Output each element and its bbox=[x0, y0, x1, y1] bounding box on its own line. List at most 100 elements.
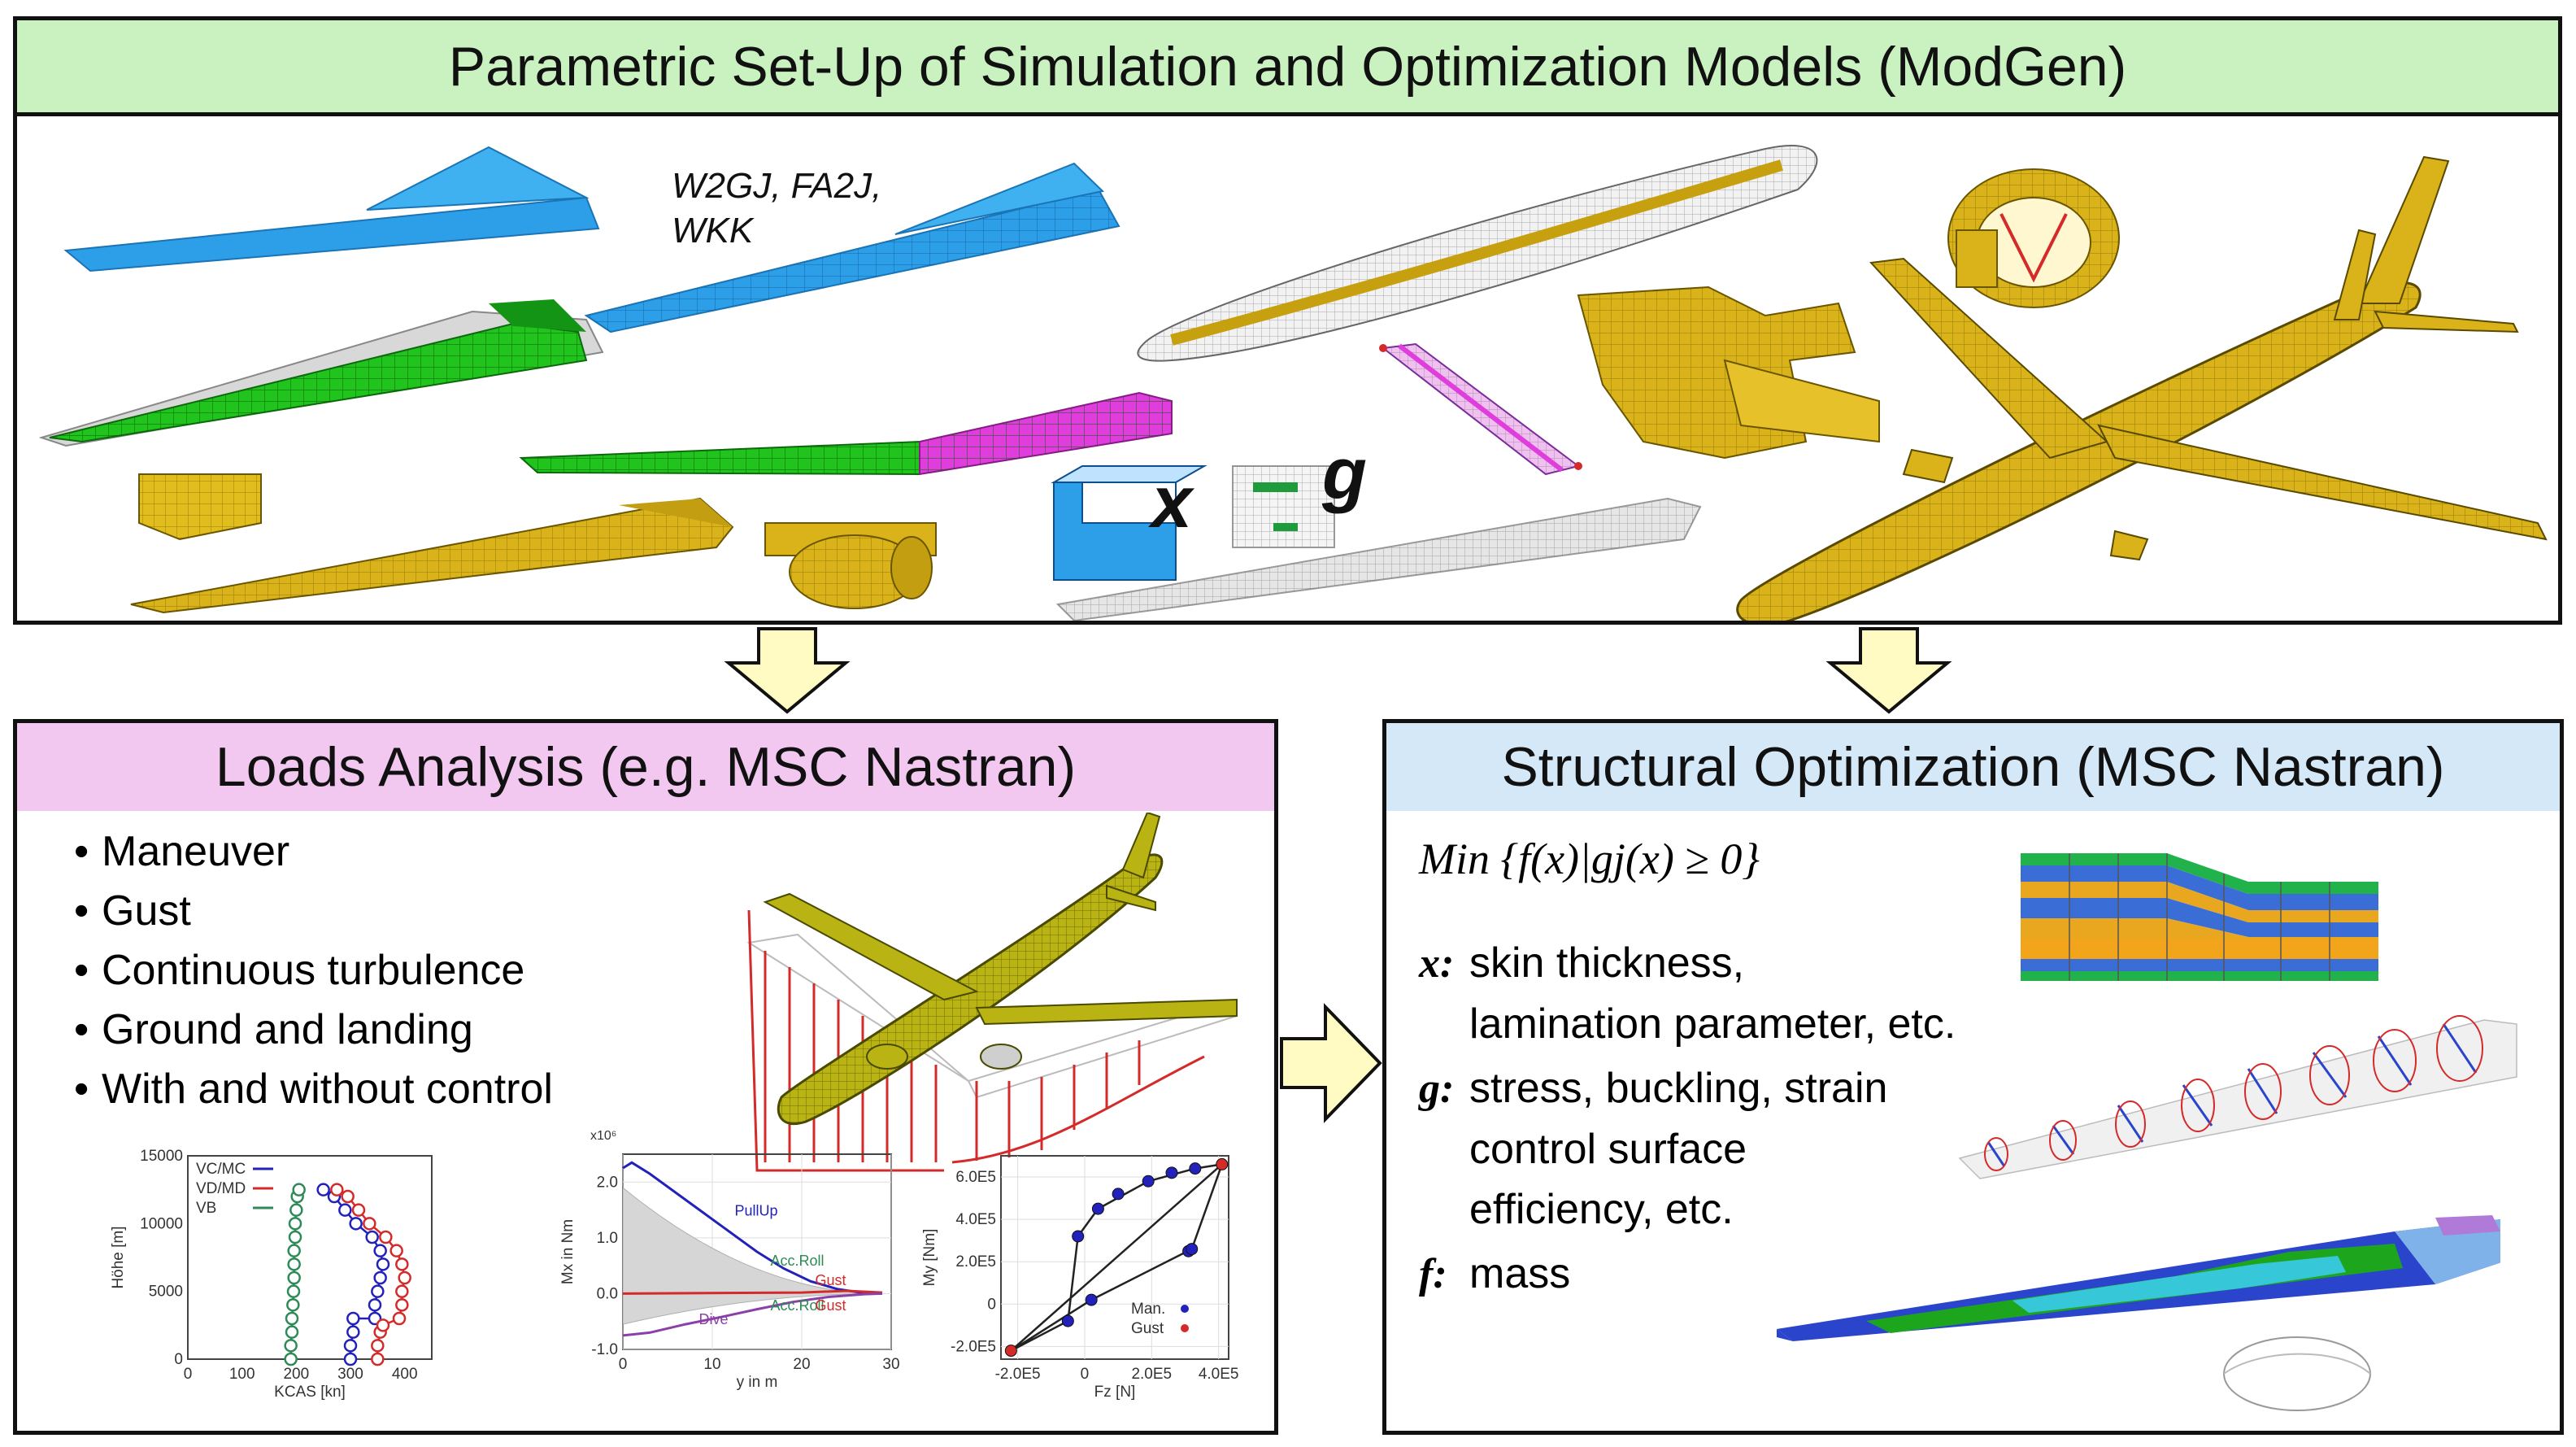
y-tick-label: 0.0 bbox=[597, 1285, 618, 1302]
x-tick-label: 0 bbox=[184, 1366, 193, 1383]
y-tick-label: 0 bbox=[174, 1351, 183, 1368]
fuselage-wireframe-model bbox=[1137, 145, 1818, 362]
load-case-item: Ground and landing bbox=[74, 1000, 553, 1060]
data-point bbox=[287, 1244, 301, 1257]
data-point bbox=[292, 1183, 306, 1196]
data-point bbox=[287, 1257, 301, 1271]
series-line-pullup bbox=[622, 1161, 883, 1295]
data-point bbox=[1112, 1188, 1125, 1201]
constraint-description: stress, buckling, strain bbox=[1469, 1065, 1888, 1112]
data-point bbox=[343, 1352, 358, 1366]
y-tick-label: 2.0 bbox=[597, 1174, 618, 1191]
y-tick-label: 0 bbox=[987, 1296, 996, 1313]
x-tick-label: -2.0E5 bbox=[995, 1366, 1041, 1383]
structural-optimization-panel: Structural Optimization (MSC Nastran) Mi… bbox=[1382, 719, 2564, 1435]
empennage-section-model bbox=[1577, 285, 1880, 460]
data-point bbox=[1165, 1166, 1178, 1179]
x-tick-label: 400 bbox=[392, 1366, 418, 1383]
constraint-label: g: bbox=[1419, 1066, 1455, 1112]
data-point bbox=[284, 1352, 298, 1366]
series-line-dive bbox=[622, 1292, 883, 1337]
design-case-annotation-line2: WKK bbox=[672, 211, 755, 251]
laminate-stack-illustration bbox=[2021, 853, 2378, 981]
x-tick-label: 30 bbox=[882, 1356, 899, 1373]
data-point bbox=[395, 1298, 409, 1312]
y-tick-label: 10000 bbox=[140, 1215, 183, 1232]
design-variable-label: x: bbox=[1419, 940, 1455, 987]
x-tick-label: 100 bbox=[229, 1366, 255, 1383]
y-tick-label: 6.0E5 bbox=[955, 1169, 996, 1186]
load-case-item: Gust bbox=[74, 882, 553, 941]
data-point bbox=[389, 1244, 403, 1257]
y-tick-label: -2.0E5 bbox=[951, 1338, 996, 1355]
design-variables-block: x: skin thickness, lamination parameter, … bbox=[1419, 933, 1956, 1054]
series-annotation: Gust bbox=[816, 1297, 846, 1314]
data-point bbox=[285, 1325, 299, 1339]
x-tick-label: 0 bbox=[1081, 1366, 1090, 1383]
legend-label: VD/MD bbox=[196, 1180, 246, 1197]
data-point bbox=[395, 1284, 409, 1298]
data-point bbox=[1072, 1230, 1085, 1243]
y-tick-label: 1.0 bbox=[597, 1230, 618, 1247]
objective-description: mass bbox=[1469, 1250, 1571, 1297]
wing-box-green-model bbox=[38, 299, 604, 447]
data-point bbox=[284, 1339, 298, 1353]
data-point bbox=[286, 1284, 301, 1298]
series-annotation: Acc.Roll bbox=[771, 1253, 825, 1269]
wing-grey-mesh-model bbox=[1055, 497, 1702, 621]
wing-mesh-model bbox=[584, 162, 1120, 333]
series-annotation: Acc.Roll bbox=[771, 1297, 825, 1314]
legend-label: VC/MC bbox=[196, 1161, 246, 1178]
wing-box-section-model bbox=[138, 473, 262, 541]
legend-label: Gust bbox=[1131, 1320, 1164, 1337]
series-annotation: PullUp bbox=[735, 1202, 778, 1218]
data-point bbox=[288, 1217, 302, 1231]
loads-analysis-title: Loads Analysis (e.g. MSC Nastran) bbox=[17, 723, 1274, 811]
y-axis-multiplier: x10⁶ bbox=[590, 1129, 616, 1143]
x-tick-label: 4.0E5 bbox=[1199, 1366, 1239, 1383]
data-point bbox=[1085, 1293, 1098, 1306]
full-aircraft-fem-model bbox=[1736, 155, 2548, 621]
design-variable-block bbox=[1051, 465, 1208, 581]
data-point bbox=[371, 1284, 385, 1298]
data-point bbox=[351, 1203, 366, 1217]
flow-arrow-loads-to-optimization bbox=[1280, 1003, 1382, 1123]
design-variable-description: skin thickness, bbox=[1469, 939, 1745, 987]
loads-analysis-panel: Loads Analysis (e.g. MSC Nastran) Maneuv… bbox=[13, 719, 1278, 1435]
y-tick-label: 4.0E5 bbox=[955, 1211, 996, 1228]
data-point bbox=[287, 1270, 301, 1285]
x-tick-label: 10 bbox=[703, 1356, 720, 1373]
aircraft-load-distribution-illustration bbox=[746, 813, 1238, 1172]
series-annotation: Gust bbox=[816, 1272, 846, 1288]
data-point bbox=[373, 1244, 387, 1257]
objective-block: f:mass bbox=[1419, 1244, 1570, 1305]
data-point bbox=[1004, 1345, 1017, 1358]
wing-green-magenta-model bbox=[519, 391, 1173, 476]
data-point bbox=[365, 1230, 379, 1244]
design-case-annotation-line1: W2GJ, FA2J, bbox=[672, 166, 881, 206]
constraint-description: control surface bbox=[1469, 1126, 1747, 1173]
data-point bbox=[349, 1217, 363, 1231]
optimization-formula: Min {f(x)|gj(x) ≥ 0} bbox=[1419, 835, 1760, 883]
x-axis-label: y in m bbox=[737, 1374, 778, 1390]
data-point bbox=[289, 1203, 303, 1217]
legend-label: Man. bbox=[1131, 1301, 1165, 1318]
constraint-symbol: g bbox=[1321, 434, 1367, 515]
engine-nacelle-model bbox=[764, 522, 937, 609]
y-tick-label: 2.0E5 bbox=[955, 1253, 996, 1270]
data-point bbox=[1091, 1202, 1104, 1215]
data-point bbox=[330, 1183, 344, 1196]
plot-area bbox=[187, 1155, 433, 1360]
data-point bbox=[1186, 1243, 1199, 1256]
data-point bbox=[286, 1298, 300, 1312]
wing-gold-model bbox=[130, 497, 734, 614]
y-axis-label: Mx in Nm bbox=[559, 1219, 577, 1284]
x-tick-label: 300 bbox=[337, 1366, 363, 1383]
model-setup-panel: Parametric Set-Up of Simulation and Opti… bbox=[13, 16, 2562, 625]
data-point bbox=[338, 1203, 352, 1217]
constraint-block bbox=[1232, 465, 1335, 548]
fuselage-barrel-section-model bbox=[1947, 168, 2120, 308]
design-variable-description: lamination parameter, etc. bbox=[1469, 1000, 1956, 1048]
data-point bbox=[346, 1311, 360, 1326]
